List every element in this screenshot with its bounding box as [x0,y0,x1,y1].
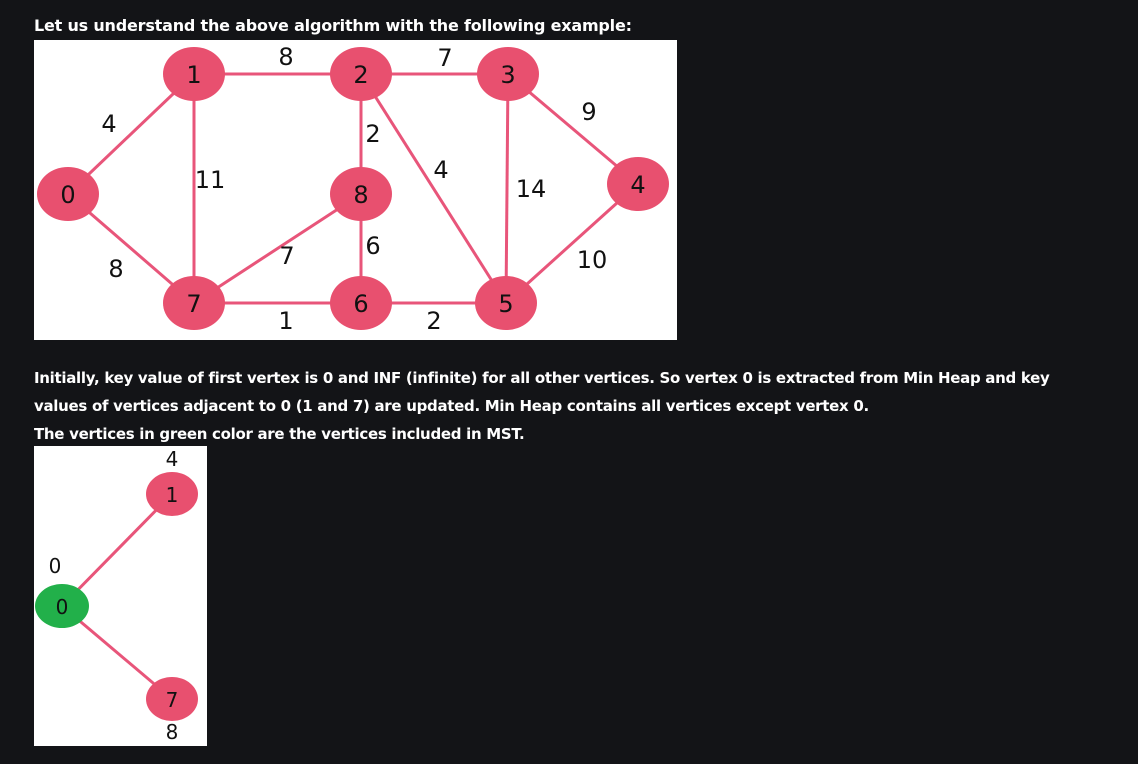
weight-2-8: 2 [365,120,380,148]
mst-step-figure: 4 0 8 1 0 7 [34,446,207,746]
paragraph-initial-step: Initially, key value of first vertex is … [34,369,1050,415]
node-3: 3 [477,47,539,101]
explanation-text: Initially, key value of first vertex is … [34,364,1094,448]
edge-4-5 [504,182,640,305]
edge-0-1 [66,72,196,196]
node-1: 1 [146,472,198,516]
paragraph-green-note: The vertices in green color are the vert… [34,425,525,443]
node-2: 2 [330,47,392,101]
edge-2-5 [359,73,508,304]
svg-text:2: 2 [353,61,368,89]
weight-3-5: 14 [516,175,547,203]
node-0-included: 0 [35,584,89,628]
svg-text:0: 0 [56,595,69,619]
svg-text:4: 4 [630,171,645,199]
node-6: 6 [330,276,392,330]
svg-text:3: 3 [500,61,515,89]
graph-diagram: 4 8 8 11 7 2 4 9 14 10 2 6 1 7 0 1 [37,43,669,335]
weight-4-5: 10 [577,246,608,274]
node-7: 7 [163,276,225,330]
node-7: 7 [146,677,198,721]
weight-8-7: 7 [279,242,294,270]
weight-0-1: 4 [101,110,116,138]
svg-text:8: 8 [353,181,368,209]
weight-3-4: 9 [581,98,596,126]
weight-1-2: 8 [278,43,293,71]
node-0: 0 [37,167,99,221]
weight-2-5: 4 [433,156,448,184]
edge-0-1 [60,492,174,608]
weight-0-7: 8 [108,255,123,283]
node-8: 8 [330,167,392,221]
svg-text:1: 1 [186,61,201,89]
node-5: 5 [475,276,537,330]
weight-6-5: 2 [426,307,441,335]
key-0: 0 [49,554,62,578]
weight-8-6: 6 [365,232,380,260]
svg-text:6: 6 [353,290,368,318]
key-1: 4 [166,447,179,471]
node-4: 4 [607,157,669,211]
svg-text:7: 7 [166,688,179,712]
mst-step-diagram: 4 0 8 1 0 7 [35,447,198,744]
svg-text:7: 7 [186,290,201,318]
weight-1-7: 11 [195,166,226,194]
weight-2-3: 7 [437,44,452,72]
svg-text:5: 5 [498,290,513,318]
key-7: 8 [166,720,179,744]
weight-7-6: 1 [278,307,293,335]
graph-figure: 4 8 8 11 7 2 4 9 14 10 2 6 1 7 0 1 [34,40,677,340]
node-1: 1 [163,47,225,101]
svg-text:1: 1 [166,483,179,507]
edge-8-7 [193,192,362,305]
intro-text: Let us understand the above algorithm wi… [34,16,632,35]
edge-3-5 [504,73,510,304]
svg-text:0: 0 [60,181,75,209]
